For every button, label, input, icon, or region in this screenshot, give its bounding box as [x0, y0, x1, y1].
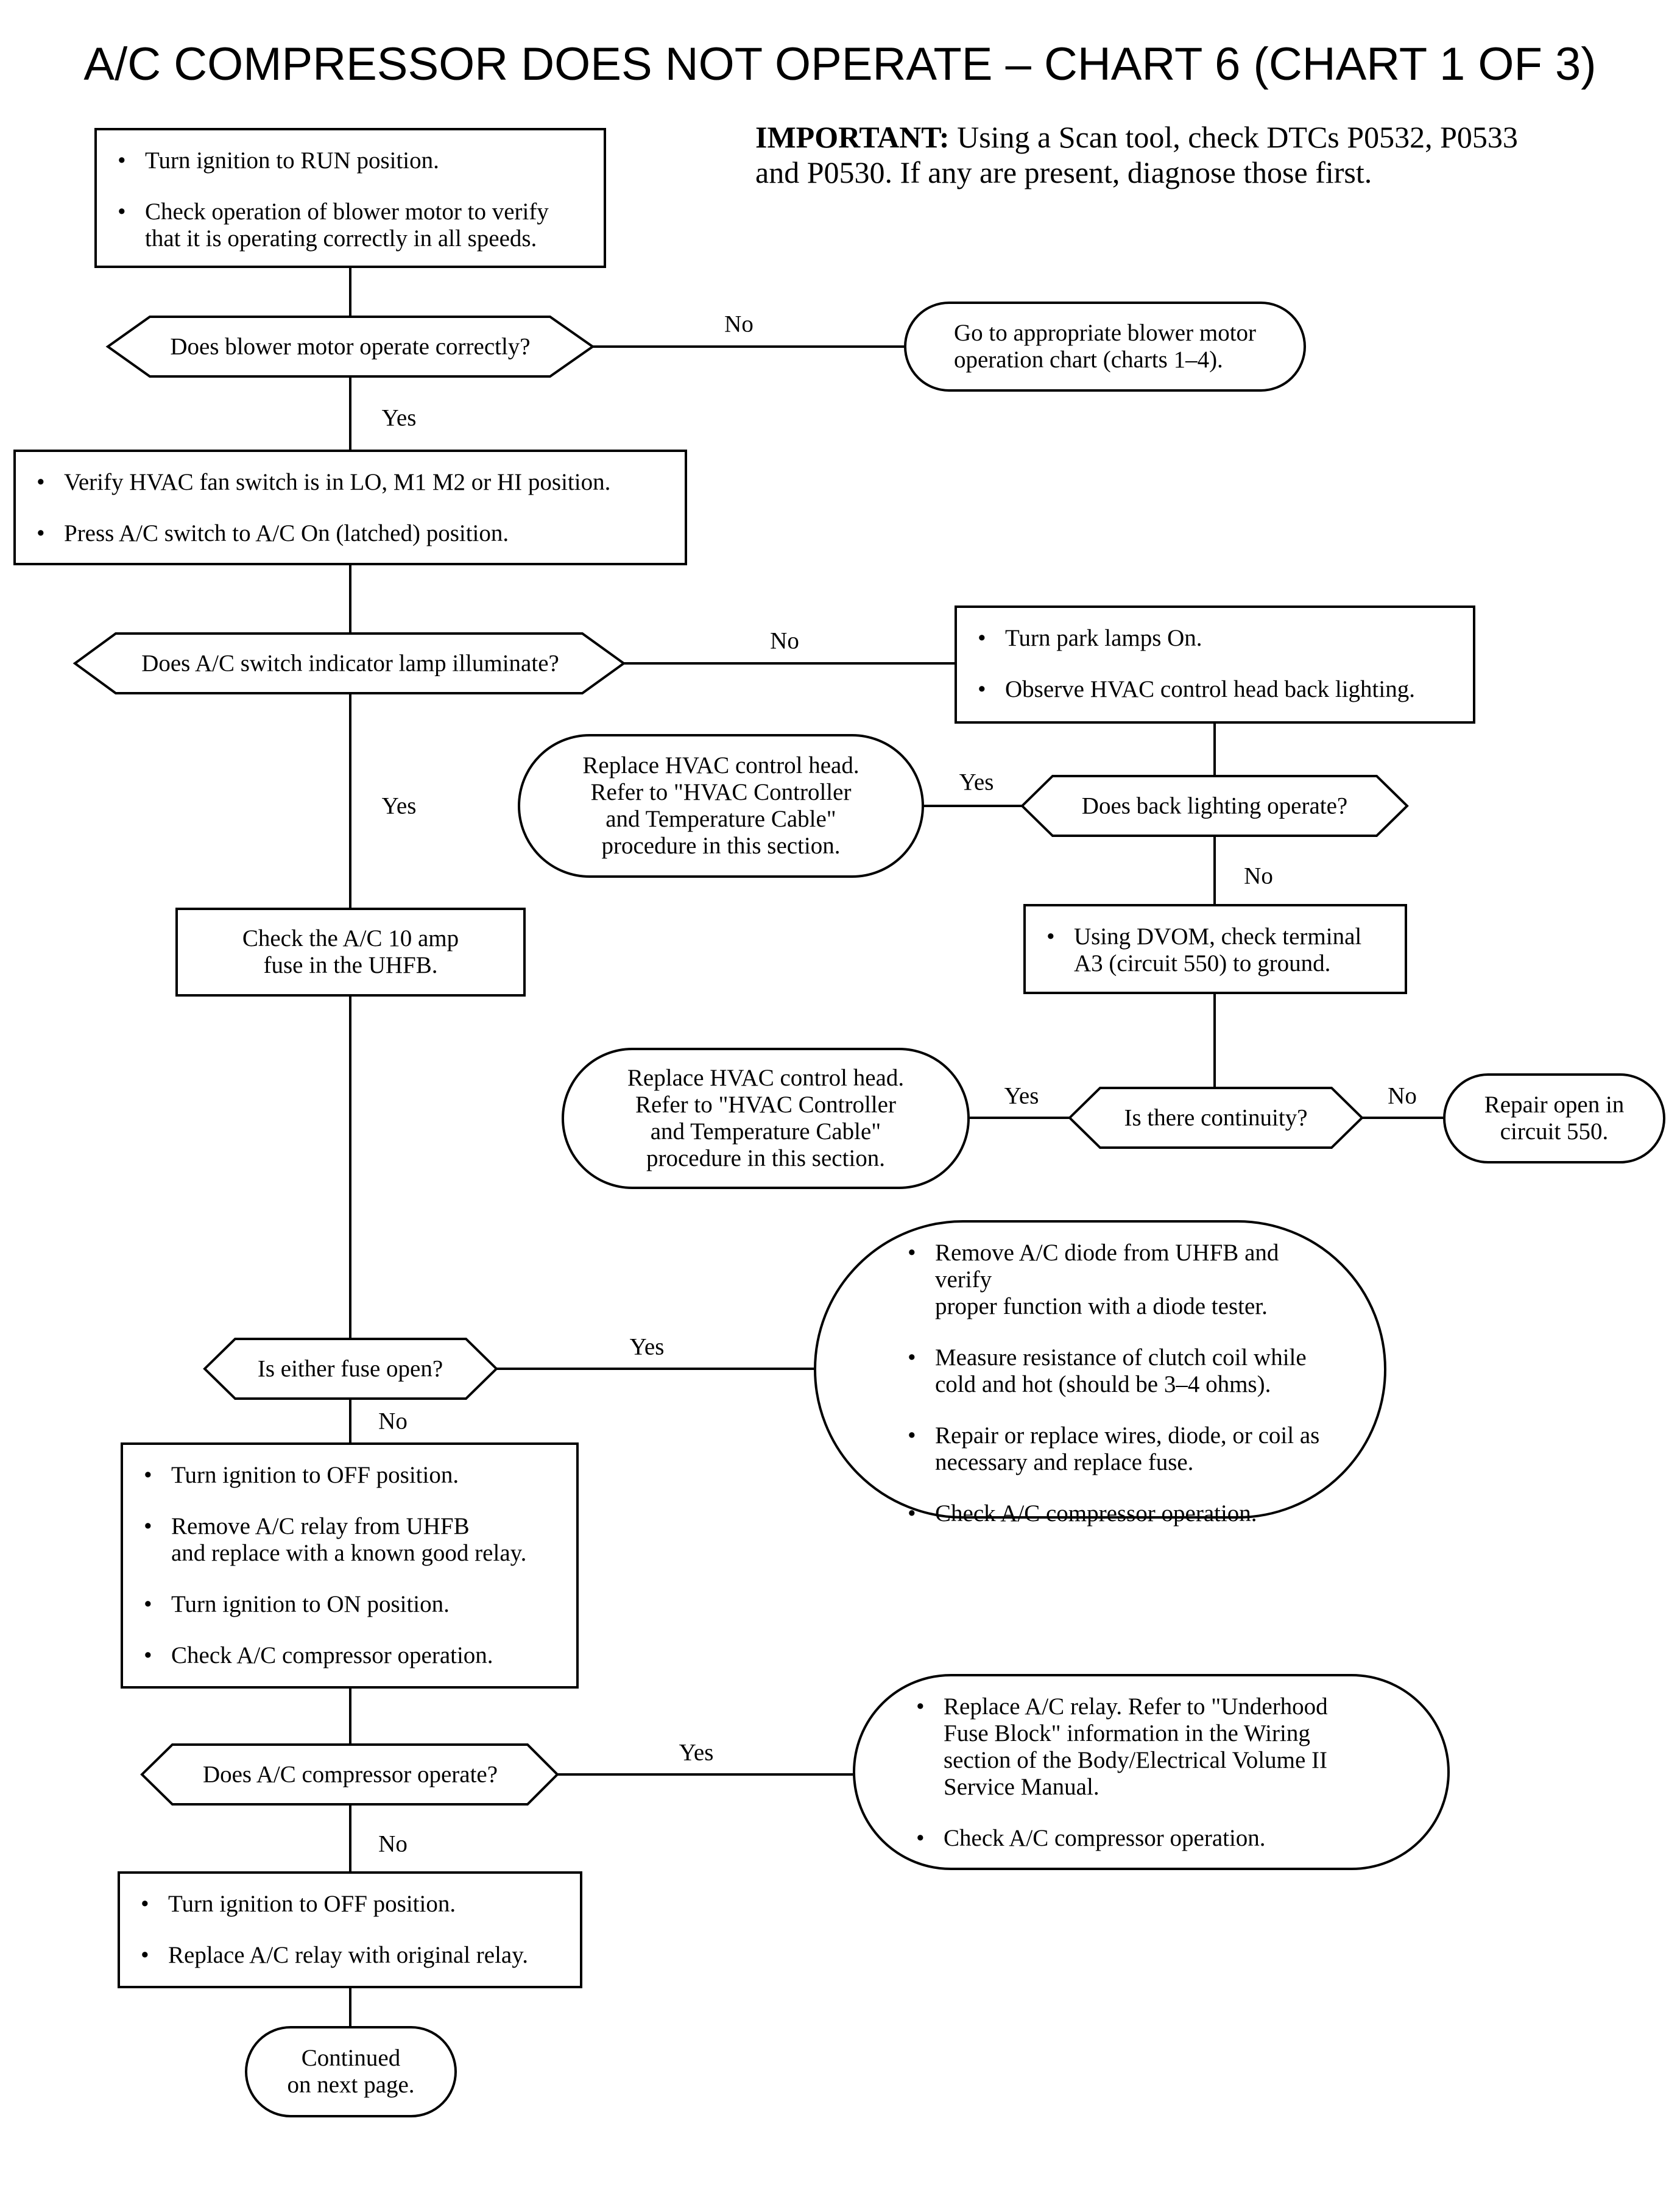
step-item: Using DVOM, check terminal A3 (circuit 5…	[1040, 923, 1390, 977]
repair-circuit-550: Repair open in circuit 550.	[1443, 1073, 1665, 1163]
important-note: IMPORTANT: Using a Scan tool, check DTCs…	[755, 119, 1547, 190]
label-compressor-yes: Yes	[679, 1739, 714, 1766]
decision-continuity: Is there continuity?	[1124, 1104, 1308, 1131]
step-item: Turn ignition to OFF position.	[135, 1891, 565, 1918]
step-dvom-check: Using DVOM, check terminal A3 (circuit 5…	[1023, 904, 1407, 994]
continued-next-page[interactable]: Continued on next page.	[245, 2026, 457, 2117]
label-fuse-yes: Yes	[629, 1333, 665, 1360]
step-item: Turn ignition to OFF position.	[138, 1462, 562, 1489]
label-compressor-no: No	[378, 1830, 408, 1857]
step-relay-swap: Turn ignition to OFF position. Remove A/…	[121, 1442, 579, 1689]
decision-back-lighting: Does back lighting operate?	[1081, 793, 1348, 819]
decision-shape	[140, 1743, 559, 1806]
label-back-no: No	[1244, 863, 1273, 889]
step-item: Check operation of blower motor to verif…	[111, 199, 589, 252]
replace-hvac-head-2: Replace HVAC control head. Refer to "HVA…	[562, 1048, 970, 1189]
step-fan-switch: Verify HVAC fan switch is in LO, M1 M2 o…	[13, 450, 687, 565]
step-list: Turn park lamps On. Observe HVAC control…	[972, 625, 1458, 703]
important-label: IMPORTANT:	[755, 120, 950, 154]
replace-hvac-head-2-text: Replace HVAC control head. Refer to "HVA…	[627, 1065, 905, 1171]
label-blower-no: No	[724, 311, 754, 337]
step-park-lamps: Turn park lamps On. Observe HVAC control…	[955, 605, 1475, 724]
step-item: Replace A/C relay with original relay.	[135, 1942, 565, 1969]
label-indicator-yes: Yes	[381, 793, 417, 819]
step-item: Measure resistance of clutch coil while …	[902, 1344, 1335, 1398]
step-list: Turn ignition to OFF position. Replace A…	[135, 1891, 565, 1969]
step-list: Using DVOM, check terminal A3 (circuit 5…	[1040, 923, 1390, 977]
label-indicator-no: No	[770, 627, 799, 654]
step-item: Check A/C compressor operation.	[910, 1825, 1399, 1852]
label-continuity-yes: Yes	[1004, 1082, 1039, 1109]
page-title: A/C COMPRESSOR DOES NOT OPERATE – CHART …	[83, 38, 1597, 90]
step-item: Replace A/C relay. Refer to "Underhood F…	[910, 1693, 1399, 1801]
step-item: Turn ignition to ON position.	[138, 1591, 562, 1618]
decision-compressor: Does A/C compressor operate?	[202, 1761, 498, 1788]
step-list: Verify HVAC fan switch is in LO, M1 M2 o…	[30, 469, 670, 547]
goto-blower-chart-text: Go to appropriate blower motor operation…	[953, 320, 1257, 373]
step-original-relay: Turn ignition to OFF position. Replace A…	[118, 1871, 582, 1988]
step-item: Remove A/C relay from UHFB and replace w…	[138, 1513, 562, 1567]
diode-coil-steps: Remove A/C diode from UHFB and verify pr…	[814, 1220, 1386, 1527]
replace-relay: Replace A/C relay. Refer to "Underhood F…	[853, 1674, 1450, 1870]
step-item: Repair or replace wires, diode, or coil …	[902, 1422, 1335, 1476]
step-item: Check A/C compressor operation.	[902, 1500, 1335, 1527]
label-back-yes: Yes	[959, 769, 994, 796]
step-list: Replace A/C relay. Refer to "Underhood F…	[910, 1693, 1399, 1852]
step-list: Remove A/C diode from UHFB and verify pr…	[902, 1240, 1335, 1527]
decision-indicator-lamp: Does A/C switch indicator lamp illuminat…	[141, 650, 559, 677]
decision-shape	[72, 632, 626, 694]
step-item: Check A/C compressor operation.	[138, 1642, 562, 1669]
step-item: Turn ignition to RUN position.	[111, 147, 589, 174]
step-list: Turn ignition to RUN position. Check ope…	[111, 147, 589, 252]
label-blower-yes: Yes	[381, 404, 417, 431]
check-fuse-text: Check the A/C 10 amp fuse in the UHFB.	[242, 925, 459, 978]
step-item: Remove A/C diode from UHFB and verify pr…	[902, 1240, 1335, 1320]
goto-blower-chart: Go to appropriate blower motor operation…	[904, 302, 1306, 392]
step-item: Observe HVAC control head back lighting.	[972, 676, 1458, 703]
step-list: Turn ignition to OFF position. Remove A/…	[138, 1462, 562, 1669]
replace-hvac-head-1: Replace HVAC control head. Refer to "HVA…	[518, 734, 924, 878]
replace-hvac-head-1-text: Replace HVAC control head. Refer to "HVA…	[582, 752, 859, 859]
label-continuity-no: No	[1388, 1082, 1417, 1109]
continued-text: Continued on next page.	[287, 2045, 415, 2098]
step-item: Verify HVAC fan switch is in LO, M1 M2 o…	[30, 469, 670, 496]
decision-shape	[1020, 775, 1409, 837]
label-fuse-no: No	[378, 1408, 408, 1435]
decision-shape	[203, 1338, 498, 1400]
decision-fuse-open: Is either fuse open?	[257, 1355, 443, 1382]
decision-blower: Does blower motor operate correctly?	[170, 333, 531, 360]
step-item: Turn park lamps On.	[972, 625, 1458, 652]
step-item: Press A/C switch to A/C On (latched) pos…	[30, 520, 670, 547]
decision-shape	[1068, 1087, 1364, 1149]
step-ignition-run: Turn ignition to RUN position. Check ope…	[94, 128, 606, 268]
decision-shape	[105, 316, 595, 378]
repair-circuit-550-text: Repair open in circuit 550.	[1484, 1092, 1625, 1145]
important-text: Using a Scan tool, check DTCs P0532, P05…	[755, 120, 1518, 189]
check-fuse: Check the A/C 10 amp fuse in the UHFB.	[175, 908, 526, 997]
